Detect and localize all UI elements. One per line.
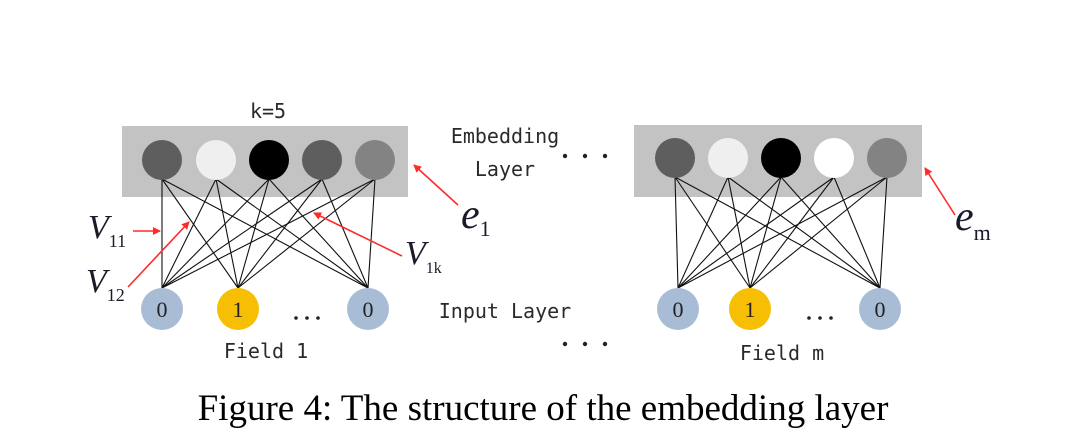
connection-edge bbox=[677, 176, 782, 289]
embedding-layer-label-line2: Layer bbox=[475, 157, 535, 181]
input-units-field-m: 0 1 0 bbox=[657, 288, 901, 330]
k-label: k=5 bbox=[250, 99, 286, 123]
embedding-unit bbox=[655, 138, 695, 178]
connection-edge bbox=[237, 178, 270, 289]
connection-edge bbox=[677, 176, 835, 289]
connection-edge bbox=[161, 178, 217, 289]
connection-edge bbox=[161, 178, 376, 289]
v12-arrow bbox=[127, 221, 190, 288]
connection-edge bbox=[161, 178, 369, 289]
input-unit-circle bbox=[217, 288, 259, 330]
connection-edge bbox=[367, 178, 376, 289]
em-label: em bbox=[955, 194, 991, 245]
embedding-layer-label-line1: Embedding bbox=[451, 124, 559, 148]
embedding-units-field-m bbox=[655, 138, 907, 178]
fields-ellipsis-top bbox=[562, 153, 608, 159]
input-unit-value: 0 bbox=[875, 297, 886, 322]
field-label-1: Field 1 bbox=[224, 339, 308, 363]
v11-label: V11 bbox=[88, 209, 126, 251]
connection-edge bbox=[268, 178, 369, 289]
connection-edge bbox=[833, 176, 881, 289]
input-ellipsis-m bbox=[807, 316, 833, 320]
embedding-unit bbox=[761, 138, 801, 178]
connection-edge bbox=[674, 176, 881, 289]
input-unit-circle bbox=[141, 288, 183, 330]
input-unit-value: 1 bbox=[233, 297, 244, 322]
e1-arrow bbox=[413, 164, 459, 206]
input-ellipsis-1 bbox=[294, 316, 320, 320]
e1-label: e1 bbox=[461, 192, 491, 241]
input-unit-active: 1 bbox=[217, 288, 259, 330]
embedding-unit bbox=[814, 138, 854, 178]
connection-edge bbox=[677, 176, 729, 289]
field-m-group: 0 1 0 Field m em bbox=[634, 125, 991, 365]
input-unit: 0 bbox=[657, 288, 699, 330]
connection-edge bbox=[749, 176, 888, 289]
input-unit-value: 0 bbox=[157, 297, 168, 322]
field-label-m: Field m bbox=[740, 341, 824, 365]
connection-edge bbox=[749, 176, 835, 289]
connection-edge bbox=[215, 178, 369, 289]
edges-field-1 bbox=[161, 178, 376, 289]
em-arrow bbox=[924, 167, 956, 216]
embedding-unit bbox=[196, 140, 236, 180]
embedding-unit bbox=[708, 138, 748, 178]
connection-edge bbox=[237, 178, 323, 289]
input-unit: 0 bbox=[141, 288, 183, 330]
fields-ellipsis-bottom bbox=[562, 341, 608, 347]
input-unit-value: 0 bbox=[363, 297, 374, 322]
input-unit-value: 0 bbox=[673, 297, 684, 322]
input-layer-label: Input Layer bbox=[439, 299, 571, 323]
v12-label: V12 bbox=[86, 263, 125, 305]
edges-field-m bbox=[674, 176, 888, 289]
connection-edge bbox=[780, 176, 881, 289]
connection-edge bbox=[879, 176, 888, 289]
connection-edge bbox=[749, 176, 782, 289]
connection-edge bbox=[161, 178, 270, 289]
v1k-arrow bbox=[313, 212, 403, 257]
connection-edge bbox=[161, 178, 323, 289]
embedding-unit bbox=[142, 140, 182, 180]
input-unit: 0 bbox=[859, 288, 901, 330]
v1k-label: V1k bbox=[405, 235, 442, 277]
connection-edge bbox=[161, 178, 239, 289]
input-unit-circle bbox=[657, 288, 699, 330]
embedding-unit bbox=[355, 140, 395, 180]
connection-edge bbox=[237, 178, 376, 289]
figure-caption: Figure 4: The structure of the embedding… bbox=[198, 388, 889, 429]
connection-edge bbox=[677, 176, 888, 289]
connection-edge bbox=[321, 178, 369, 289]
connection-edge bbox=[674, 176, 751, 289]
input-unit: 0 bbox=[347, 288, 389, 330]
input-unit-value: 1 bbox=[745, 297, 756, 322]
input-unit-circle bbox=[729, 288, 771, 330]
connection-edge bbox=[727, 176, 751, 289]
input-unit-active: 1 bbox=[729, 288, 771, 330]
embedding-unit bbox=[302, 140, 342, 180]
embedding-unit bbox=[249, 140, 289, 180]
input-unit-circle bbox=[859, 288, 901, 330]
connection-edge bbox=[215, 178, 239, 289]
field-1-group: 0 1 0 Field 1 e1 V11 V12 V1k bbox=[86, 126, 491, 363]
connection-edge bbox=[727, 176, 881, 289]
input-units-field-1: 0 1 0 bbox=[141, 288, 389, 330]
embedding-unit bbox=[867, 138, 907, 178]
input-unit-circle bbox=[347, 288, 389, 330]
connection-edge bbox=[674, 176, 679, 289]
embedding-units-field-1 bbox=[142, 140, 395, 180]
